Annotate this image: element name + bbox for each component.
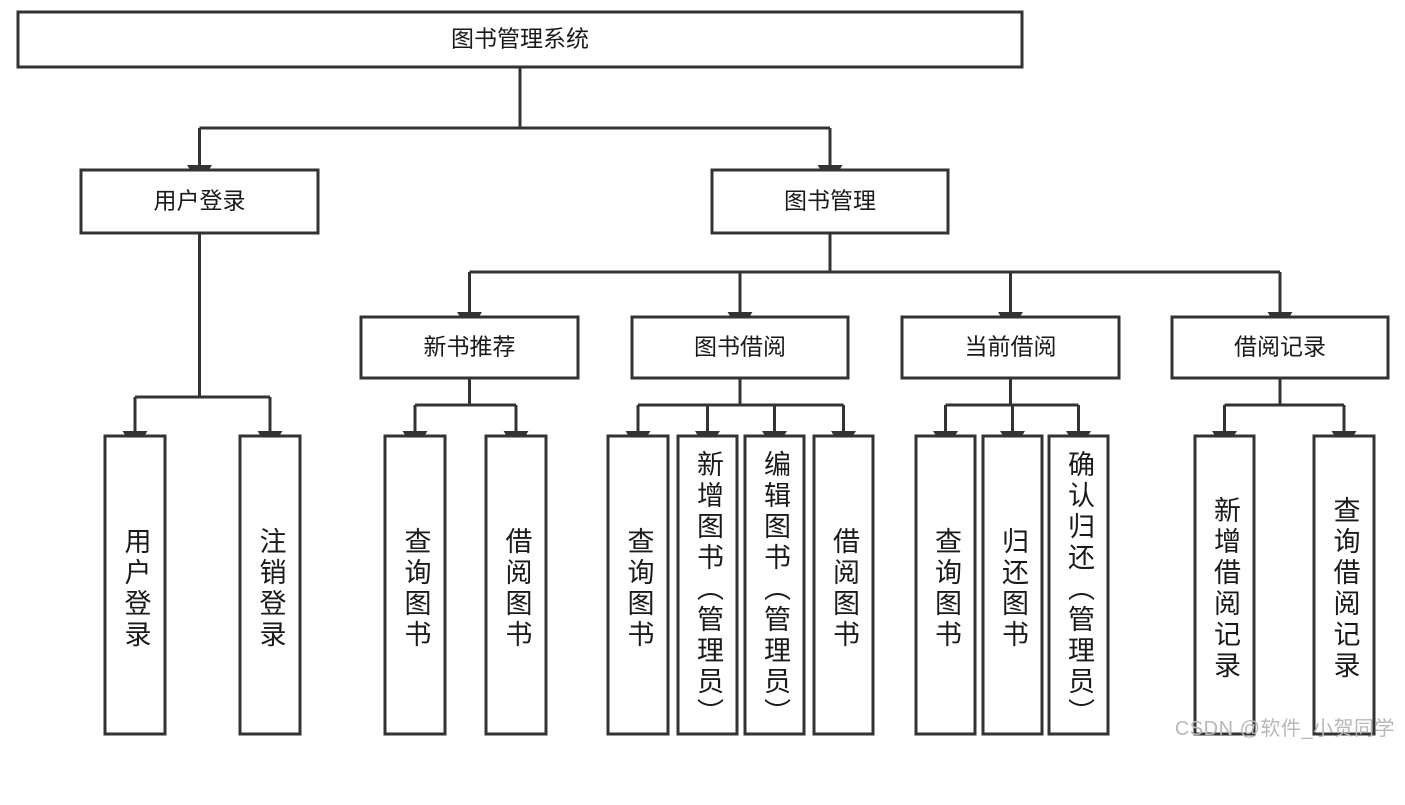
node-box[interactable] xyxy=(676,434,739,736)
node-current-borrow[interactable]: 当前借阅 xyxy=(900,315,1121,380)
node-leaf-edit-book-admin[interactable] xyxy=(743,434,806,736)
node-leaf-return-book[interactable] xyxy=(981,434,1044,736)
node-box[interactable] xyxy=(16,10,1024,69)
node-root[interactable]: 图书管理系统 xyxy=(16,10,1024,69)
node-box[interactable] xyxy=(981,434,1044,736)
node-box[interactable] xyxy=(900,315,1121,380)
node-box[interactable] xyxy=(238,434,302,736)
node-leaf-borrow-book-recommend[interactable] xyxy=(484,434,548,736)
node-label: 图书管理系统 xyxy=(451,26,589,52)
node-leaf-confirm-return-admin[interactable] xyxy=(1047,434,1110,736)
node-box[interactable] xyxy=(79,168,320,235)
node-box[interactable] xyxy=(1312,434,1376,736)
node-box[interactable] xyxy=(710,168,950,235)
node-leaf-query-book-current[interactable] xyxy=(914,434,977,736)
node-label: 用户登录 xyxy=(154,188,246,214)
node-leaf-borrow-book[interactable] xyxy=(812,434,875,736)
node-book-borrow[interactable]: 图书借阅 xyxy=(630,315,850,380)
flowchart-canvas: 图书管理系统用户登录图书管理新书推荐图书借阅当前借阅借阅记录 用户登录注销登录查… xyxy=(16,10,1395,740)
node-box[interactable] xyxy=(1170,315,1390,380)
node-leaf-query-borrow-record[interactable] xyxy=(1312,434,1376,736)
node-box[interactable] xyxy=(1047,434,1110,736)
node-box[interactable] xyxy=(812,434,875,736)
node-box[interactable] xyxy=(1193,434,1256,736)
node-leaf-query-book-borrow[interactable] xyxy=(606,434,670,736)
node-label: 借阅记录 xyxy=(1234,334,1326,360)
node-box[interactable] xyxy=(914,434,977,736)
node-new-book-recommend[interactable]: 新书推荐 xyxy=(359,315,580,380)
node-user-login[interactable]: 用户登录 xyxy=(79,168,320,235)
node-leaf-query-book-recommend[interactable] xyxy=(383,434,447,736)
node-label: 图书管理 xyxy=(784,188,876,214)
node-box[interactable] xyxy=(606,434,670,736)
node-box[interactable] xyxy=(103,434,167,736)
node-box[interactable] xyxy=(359,315,580,380)
node-leaf-logout[interactable] xyxy=(238,434,302,736)
node-label: 当前借阅 xyxy=(965,334,1057,360)
node-leaf-add-book-admin[interactable] xyxy=(676,434,739,736)
csdn-watermark: CSDN @软件_小贺同学 xyxy=(1174,718,1395,740)
node-label: 新书推荐 xyxy=(424,334,516,360)
node-leaf-add-borrow-record[interactable] xyxy=(1193,434,1256,736)
node-box[interactable] xyxy=(630,315,850,380)
connector-edges xyxy=(122,67,1357,451)
node-box[interactable] xyxy=(743,434,806,736)
node-box[interactable] xyxy=(484,434,548,736)
node-leaf-user-login[interactable] xyxy=(103,434,167,736)
node-borrow-record[interactable]: 借阅记录 xyxy=(1170,315,1390,380)
node-box[interactable] xyxy=(383,434,447,736)
node-book-manage[interactable]: 图书管理 xyxy=(710,168,950,235)
node-label: 图书借阅 xyxy=(694,334,786,360)
